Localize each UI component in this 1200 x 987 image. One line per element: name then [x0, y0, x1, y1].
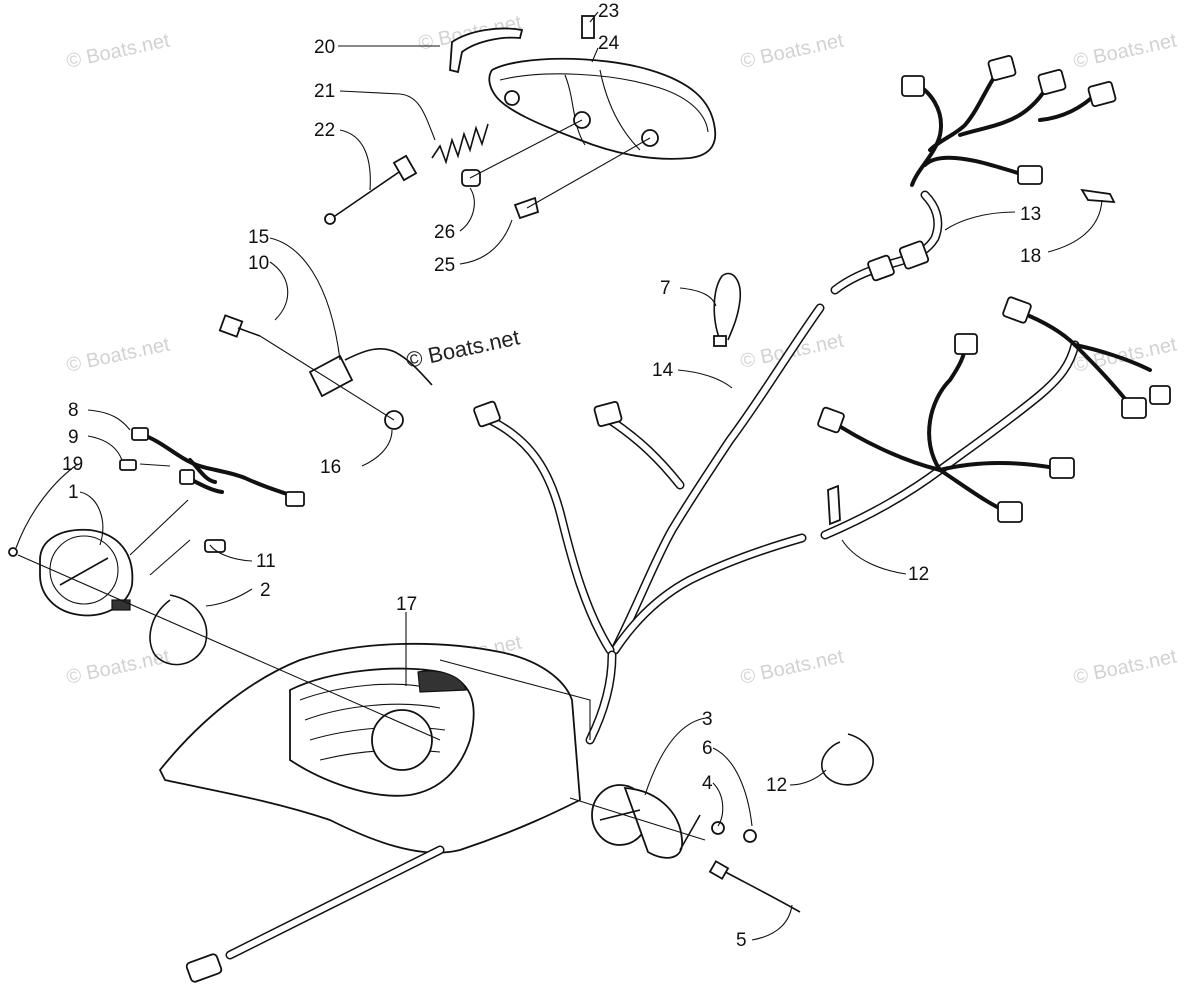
callout-4: 4 — [702, 773, 713, 794]
callout-12-ring: 12 — [766, 775, 787, 796]
callout-21: 21 — [314, 81, 335, 102]
leader-lines — [15, 11, 1103, 941]
callout-numbers: 23 24 20 21 22 26 25 15 10 16 7 14 13 18… — [62, 1, 1041, 951]
callout-15: 15 — [248, 227, 269, 248]
callout-17: 17 — [396, 594, 417, 615]
speedometer — [569, 784, 801, 913]
callout-22: 22 — [314, 120, 335, 141]
callout-25: 25 — [434, 255, 455, 276]
callout-3: 3 — [702, 709, 713, 730]
callout-1: 1 — [68, 482, 79, 503]
right-harness — [817, 296, 1171, 540]
callout-12: 12 — [908, 564, 929, 585]
ring-12 — [821, 733, 874, 786]
upper-right-harness — [830, 55, 1117, 295]
callout-18: 18 — [1020, 246, 1041, 267]
callout-11: 11 — [256, 551, 276, 572]
callout-2: 2 — [260, 580, 271, 601]
callout-13: 13 — [1020, 204, 1041, 225]
callout-24: 24 — [598, 33, 620, 54]
watermark: © Boats.net — [64, 29, 172, 72]
main-harness — [473, 272, 825, 745]
callout-9: 9 — [68, 427, 79, 448]
callout-7: 7 — [660, 278, 671, 299]
callout-5: 5 — [736, 930, 747, 951]
callout-26: 26 — [434, 222, 455, 243]
watermark: © Boats.net — [738, 29, 846, 72]
watermark: © Boats.net — [1071, 645, 1179, 688]
callout-10: 10 — [248, 253, 269, 274]
callout-19: 19 — [62, 454, 83, 475]
watermark: © Boats.net — [64, 333, 172, 376]
tail-light-assembly — [324, 15, 717, 225]
console-hood — [158, 642, 591, 854]
callout-20: 20 — [314, 37, 335, 58]
left-gauge — [8, 427, 441, 741]
callout-6: 6 — [702, 738, 713, 759]
callout-14: 14 — [652, 360, 674, 381]
callout-16: 16 — [320, 457, 341, 478]
center-watermark: © Boats.net — [404, 324, 522, 372]
spring — [431, 123, 489, 165]
callout-23: 23 — [598, 1, 619, 22]
bracket-assembly — [218, 314, 433, 430]
watermark: © Boats.net — [64, 645, 172, 688]
lower-harness — [185, 845, 445, 983]
watermark: © Boats.net — [738, 645, 846, 688]
callout-8: 8 — [68, 400, 79, 421]
watermark: © Boats.net — [1071, 29, 1179, 72]
